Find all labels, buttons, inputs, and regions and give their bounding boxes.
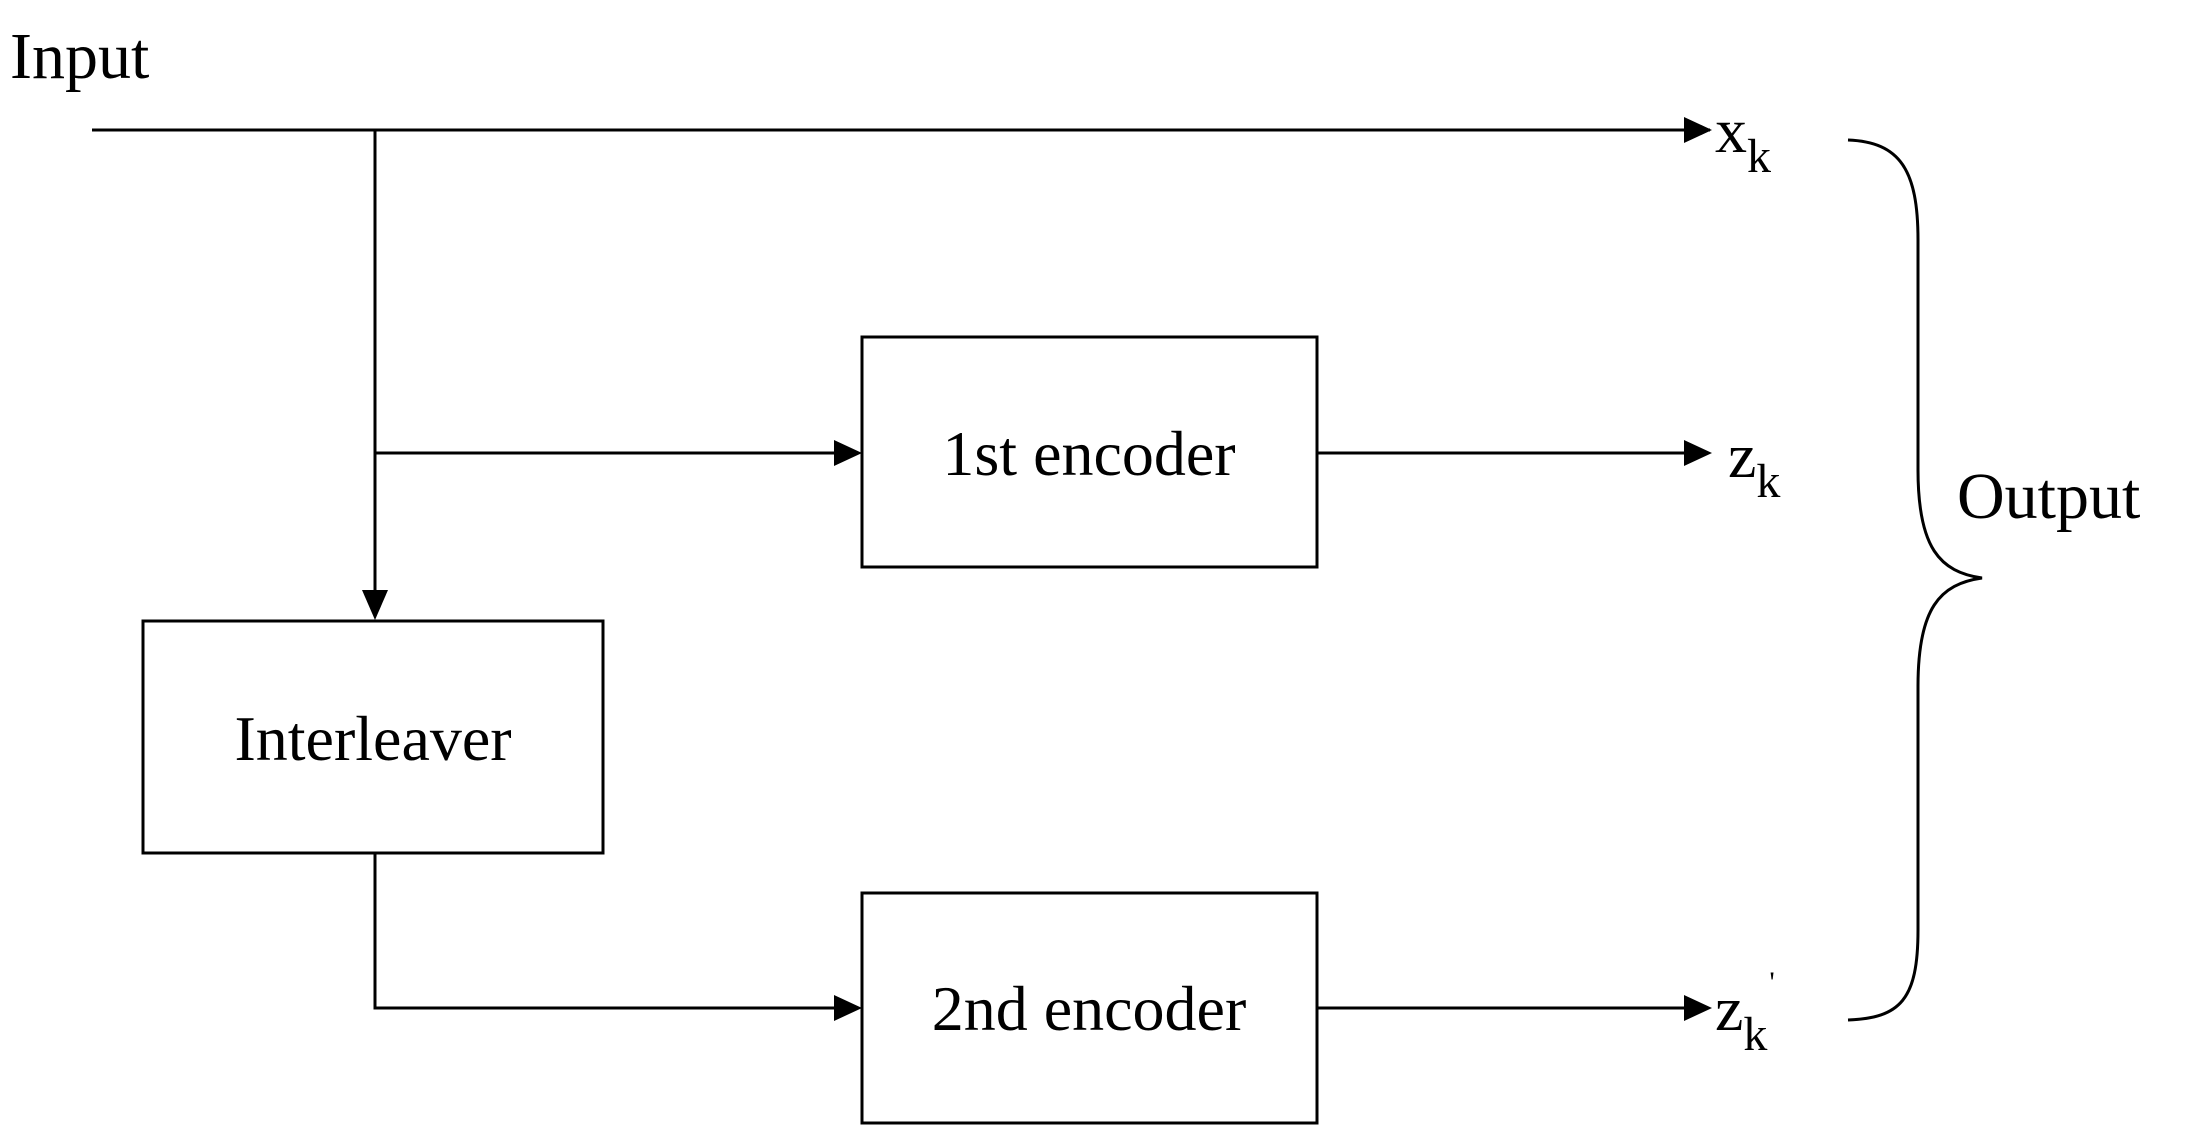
encoder1-block — [860, 335, 1319, 569]
interleaver-arrowhead — [362, 590, 388, 620]
output-label: Output — [1957, 460, 2140, 533]
encoder2-block — [860, 891, 1319, 1125]
xk-symbol: xk — [1715, 95, 1771, 183]
xk-arrowhead — [1684, 117, 1712, 143]
interleaver-block — [141, 619, 605, 855]
interleaver-to-encoder2-arrow — [373, 853, 840, 1010]
output-brace — [1847, 138, 1983, 1022]
zk-symbol: zk — [1728, 420, 1780, 508]
encoder1-in-arrowhead — [834, 440, 862, 466]
zkprime-arrowhead — [1684, 995, 1712, 1021]
interleaver-label: Interleaver — [234, 703, 511, 774]
encoder2-label: 2nd encoder — [932, 973, 1247, 1044]
encoder2-in-arrowhead — [834, 995, 862, 1021]
encoder1-label: 1st encoder — [942, 418, 1235, 489]
zk-arrowhead — [1684, 440, 1712, 466]
input-label: Input — [10, 20, 149, 93]
zk-prime-symbol: zk' — [1715, 966, 1775, 1061]
